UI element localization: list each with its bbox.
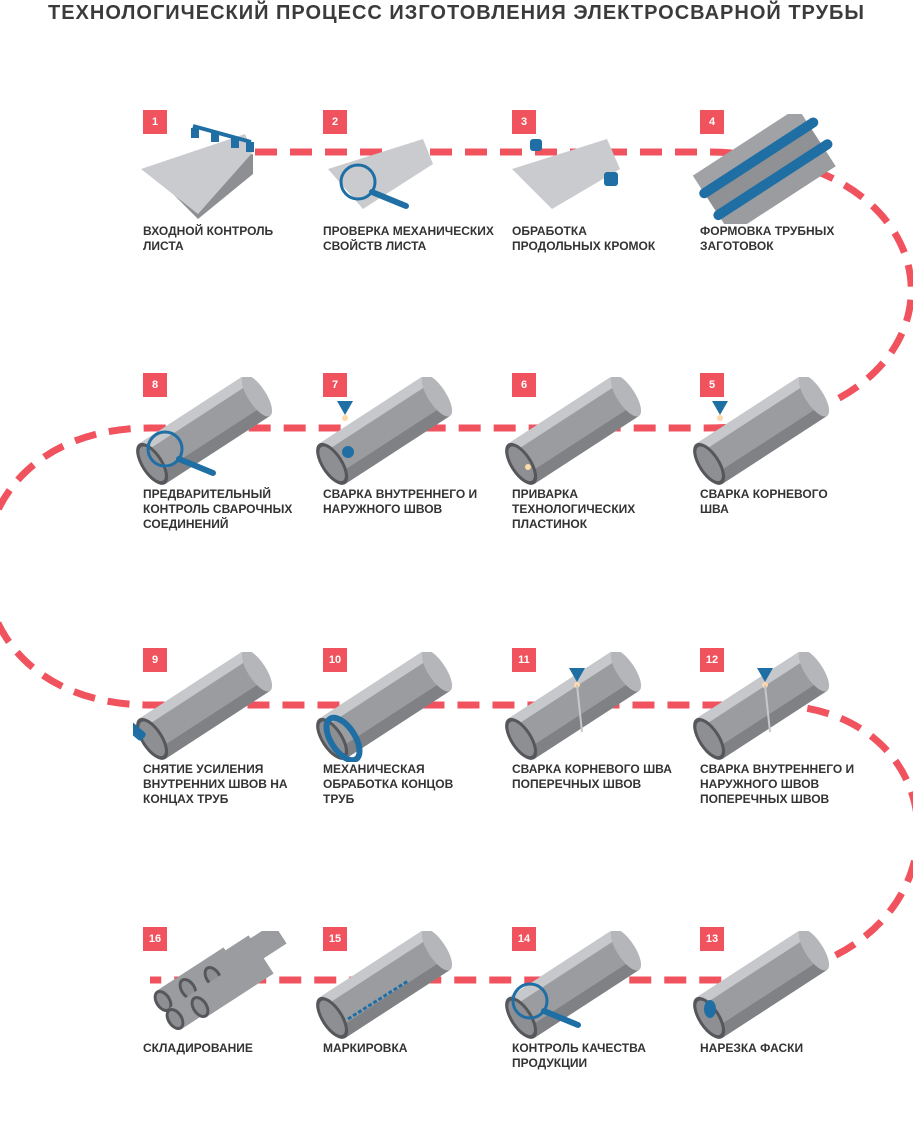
step-label: ФОРМОВКА ТРУБНЫХ ЗАГОТОВОК [700,224,835,253]
step-number-badge: 1 [143,110,167,134]
step-number-badge: 16 [143,927,167,951]
step-number-badge: 9 [143,648,167,672]
step-number-badge: 8 [143,373,167,397]
step-label: ПРИВАРКА ТЕХНОЛОГИЧЕСКИХ ПЛАСТИНОК [512,487,636,531]
step-label: ОБРАБОТКА ПРОДОЛЬНЫХ КРОМОК [512,224,656,253]
transverse-weld-icon [693,652,830,760]
step-label: СВАРКА ВНУТРЕННЕГО И НАРУЖНОГО ШВОВ [323,487,478,516]
step-number-badge: 2 [323,110,347,134]
page-title: ТЕХНОЛОГИЧЕСКИЙ ПРОЦЕСС ИЗГОТОВЛЕНИЯ ЭЛЕ… [47,2,866,24]
process-route-line [0,148,913,984]
step-number-badge: 5 [700,373,724,397]
step-label: СКЛАДИРОВАНИЕ [143,1041,253,1055]
step-label: МЕХАНИЧЕСКАЯ ОБРАБОТКА КОНЦОВ ТРУБ [323,762,454,806]
step-number-badge: 3 [512,110,536,134]
plate-weld-icon [505,377,642,485]
step-number-badge: 10 [323,648,347,672]
step-label: СВАРКА ВНУТРЕННЕГО И НАРУЖНОГО ШВОВ ПОПЕ… [700,762,855,806]
step-label: МАРКИРОВКА [323,1041,408,1055]
steel-sheet-inspection-icon [141,124,254,219]
step-label: ВХОДНОЙ КОНТРОЛЬ ЛИСТА [143,224,274,253]
quality-control-icon [505,931,642,1039]
inner-outer-weld-icon [316,377,453,485]
step-number-badge: 12 [700,648,724,672]
step-label: СВАРКА КОРНЕВОГО ШВА [700,487,828,516]
bevel-cutting-icon [693,931,830,1039]
transverse-root-weld-icon [505,652,642,760]
edge-milling-icon [512,139,620,209]
step-number-badge: 6 [512,373,536,397]
weld-inspection-icon [136,377,273,485]
step-label: СВАРКА КОРНЕВОГО ШВА ПОПЕРЕЧНЫХ ШВОВ [512,762,672,791]
step-number-badge: 14 [512,927,536,951]
pipe-stack-icon [153,931,287,1030]
step-label: ПРЕДВАРИТЕЛЬНЫЙ КОНТРОЛЬ СВАРОЧНЫХ СОЕДИ… [143,487,293,531]
step-label: КОНТРОЛЬ КАЧЕСТВА ПРОДУКЦИИ [512,1041,646,1070]
step-number-badge: 7 [323,373,347,397]
magnifier-sheet-icon [328,139,433,209]
step-number-badge: 15 [323,927,347,951]
seam-grinding-icon [133,652,273,760]
root-weld-icon [693,377,830,485]
marking-icon [316,931,453,1039]
step-label: ПРОВЕРКА МЕХАНИЧЕСКИХ СВОЙСТВ ЛИСТА [323,224,494,253]
step-label: СНЯТИЕ УСИЛЕНИЯ ВНУТРЕННИХ ШВОВ НА КОНЦА… [143,762,288,806]
step-number-badge: 4 [700,110,724,134]
step-number-badge: 11 [512,648,536,672]
step-number-badge: 13 [700,927,724,951]
step-label: НАРЕЗКА ФАСКИ [700,1041,804,1055]
pipe-forming-icon [692,114,836,224]
end-machining-icon [316,652,453,762]
